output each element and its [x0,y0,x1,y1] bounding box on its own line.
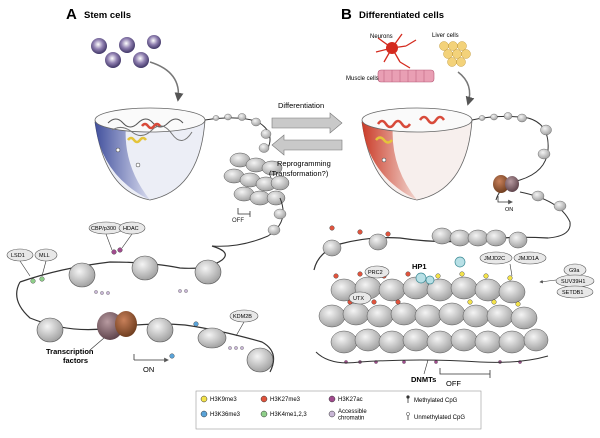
panel-a-letter: A [66,6,77,23]
arrow-cell-to-nucleus-a [149,61,184,102]
enzyme-kdm2b: KDM2B [233,314,252,320]
tf-label-line2: factors [63,356,88,365]
legend-label: H3K27me3 [270,397,301,403]
muscle-cells-icon [377,69,435,83]
nucleosomes-b-row [322,227,528,257]
enzyme-setdb1: SETDB1 [562,290,583,296]
differentiation-arrow [271,112,343,134]
tf-label-line1: Transcription [46,347,94,356]
enzyme-jmjd1a: JMJD1A [518,256,539,262]
enzyme-cbp: CBP/p300 [91,226,116,232]
liver-cells-icon [439,41,471,67]
enzyme-mll: MLL [39,253,50,259]
legend-cpg: Methylated CpG Unmethylated CpG [406,395,465,421]
panel-a-title: Stem cells [84,10,131,21]
chromatin-beads-a [212,113,272,153]
transcription-factors-icon [97,311,137,340]
stem-cells-icon [91,35,161,68]
off-label-a: OFF [232,218,244,224]
transformation-label: (Transformation?) [269,169,329,178]
nucleus-b-icon [361,107,473,201]
arrow-cell-to-nucleus-b [457,71,475,106]
legend-label: H3K9me3 [210,397,237,403]
muscle-cells-label: Muscle cells [346,76,379,82]
legend-swatch [200,410,208,418]
legend-unmethylated-cpg: Unmethylated CpG [414,415,465,421]
enzyme-utx: UTX [353,296,364,302]
transcription-factors-b-icon [493,175,519,193]
legend-swatch [260,410,268,418]
dna-fiber-a-lower [16,281,275,373]
hp1-label: HP1 [412,262,427,271]
enzyme-g9a: G9a [569,268,580,274]
differentiation-label: Differentiation [278,101,324,110]
compact-chromatin-a [223,152,290,206]
enzyme-suv39h1: SUV39H1 [561,279,585,285]
legend-methylated-cpg: Methylated CpG [414,398,458,404]
nucleus-a-icon [94,107,206,201]
enzyme-jmjd2c: JMJD2C [484,256,505,262]
reprogramming-label: Reprogramming [277,159,331,168]
neurons-label: Neurons [370,34,393,40]
neuron-icon [375,33,417,69]
panel-b-letter: B [341,6,352,23]
chromatin-beads-b [478,112,552,160]
hp1-icon [415,256,466,285]
legend-label: H3K4me1,2,3 [270,412,307,418]
legend-swatch [328,410,336,418]
liver-cells-label: Liver cells [432,33,459,39]
legend [195,390,482,430]
legend-label: H3K36me3 [210,412,241,418]
legend-swatch [260,395,268,403]
histone-marks-a [30,247,244,359]
reprogramming-arrow [271,134,343,156]
dnmts-label: DNMTs [411,375,436,384]
legend-label: H3K27ac [338,397,363,403]
enzyme-hdac: HDAC [123,226,139,232]
legend-swatch [328,395,336,403]
legend-swatch [200,395,208,403]
on-label-b: ON [505,207,513,213]
enzyme-lsd1: LSD1 [11,253,25,259]
panel-b-title: Differentiated cells [359,10,444,21]
on-label-a: ON [143,365,154,374]
off-label-b: OFF [446,379,461,388]
heterochromatin-block [318,276,549,354]
enzyme-prc2: PRC2 [368,270,383,276]
nucleosomes-a [36,255,274,373]
